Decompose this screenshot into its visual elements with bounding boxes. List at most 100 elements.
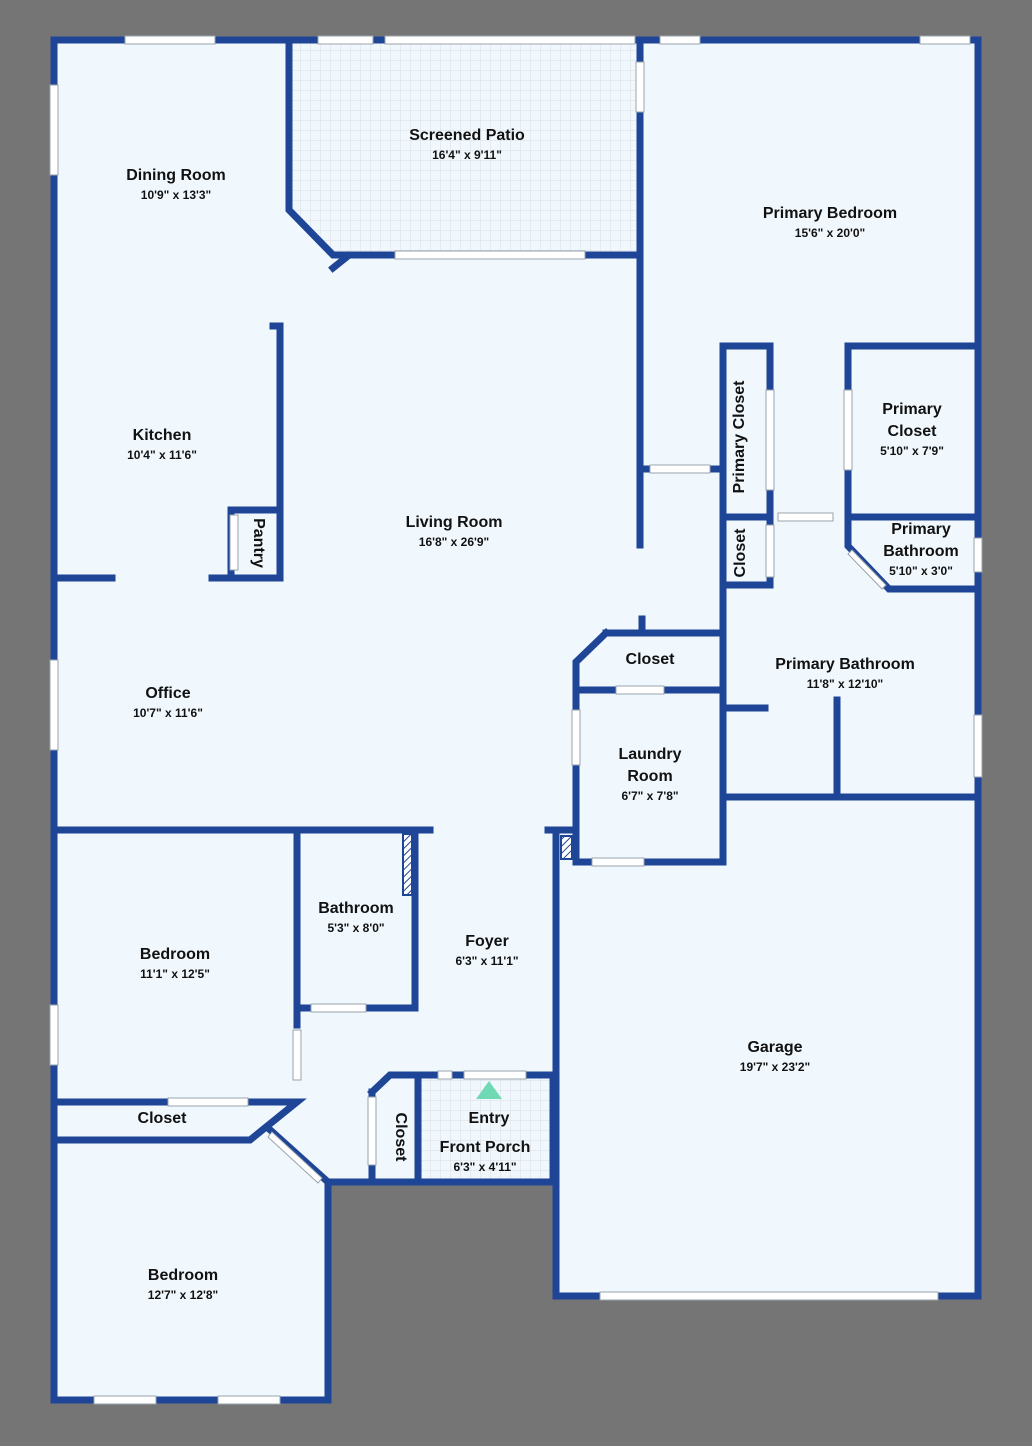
room-label-primary-closet-left: Primary Closet — [731, 380, 748, 494]
room-label-garage: Garage 19'7" x 23'2" — [740, 1039, 810, 1074]
room-name: Laundry — [618, 746, 681, 763]
room-label-closet-laundry: Closet — [626, 651, 676, 668]
room-label-front-porch: Front Porch 6'3" x 4'11" — [440, 1139, 531, 1174]
room-dimensions: 6'7" x 7'8" — [621, 789, 678, 803]
room-dimensions: 6'3" x 11'1" — [455, 954, 518, 968]
room-label-primary-bath: Primary Bathroom 11'8" x 12'10" — [775, 656, 915, 691]
room-name: Closet — [392, 1113, 409, 1163]
room-name: Closet — [732, 528, 749, 578]
room-dimensions: 11'8" x 12'10" — [807, 677, 883, 691]
window — [919, 35, 971, 45]
room-name: Bathroom — [318, 900, 394, 917]
room-dimensions: 5'3" x 8'0" — [327, 921, 384, 935]
room-label-entry: Entry — [469, 1110, 510, 1127]
patio-stub — [328, 251, 353, 273]
room-dimensions: 10'7" x 11'6" — [133, 706, 203, 720]
window — [599, 1291, 939, 1301]
room-name: Garage — [747, 1039, 802, 1056]
room-name: Closet — [626, 651, 676, 668]
room-dimensions: 16'8" x 26'9" — [419, 535, 489, 549]
room-name: Kitchen — [133, 427, 192, 444]
room-label-pantry: Pantry — [250, 518, 267, 568]
room-name: Bathroom — [883, 543, 959, 560]
room-name: Primary Bedroom — [763, 205, 897, 222]
room-label-closet-bedroom: Closet — [138, 1110, 188, 1127]
entry-arrow-icon — [476, 1081, 502, 1099]
window — [973, 714, 983, 778]
opening — [463, 1070, 527, 1080]
window — [49, 84, 59, 176]
window — [49, 659, 59, 751]
window — [49, 1004, 59, 1066]
room-dimensions: 19'7" x 23'2" — [740, 1060, 810, 1074]
room-name: Primary Closet — [731, 380, 748, 494]
opening — [292, 1029, 302, 1081]
opening — [765, 389, 775, 491]
opening — [765, 524, 775, 578]
room-label-patio: Screened Patio 16'4" x 9'11" — [409, 127, 525, 162]
laundry-wall — [572, 686, 727, 866]
room-dimensions: 11'1" x 12'5" — [140, 967, 210, 981]
opening — [571, 709, 581, 766]
floor-main — [54, 40, 978, 1400]
room-dimensions: 15'6" x 20'0" — [795, 226, 865, 240]
floor-fills — [54, 40, 978, 1400]
opening — [267, 1131, 323, 1184]
room-dimensions: 5'10" x 7'9" — [880, 444, 944, 458]
room-name: Closet — [888, 423, 938, 440]
room-label-kitchen: Kitchen 10'4" x 11'6" — [127, 427, 197, 462]
window — [93, 1395, 157, 1405]
room-label-bathroom: Bathroom 5'3" x 8'0" — [318, 900, 394, 935]
opening — [843, 389, 853, 471]
room-name: Front Porch — [440, 1139, 531, 1156]
window — [635, 61, 645, 113]
room-name: Primary — [882, 401, 942, 418]
room-dimensions: 10'4" x 11'6" — [127, 448, 197, 462]
room-name: Entry — [469, 1110, 510, 1127]
room-name: Dining Room — [126, 167, 226, 184]
opening — [367, 1096, 377, 1166]
room-dimensions: 16'4" x 9'11" — [432, 148, 502, 162]
opening — [310, 1003, 367, 1013]
room-name: Bedroom — [140, 946, 210, 963]
opening — [649, 464, 711, 474]
column-hatch-left — [402, 833, 413, 896]
room-name: Living Room — [406, 514, 503, 531]
room-name: Primary Bathroom — [775, 656, 915, 673]
room-label-bedroom1: Bedroom 11'1" x 12'5" — [140, 946, 210, 981]
opening — [167, 1097, 249, 1107]
room-dimensions: 12'7" x 12'8" — [148, 1288, 218, 1302]
opening — [847, 549, 887, 590]
window — [317, 35, 374, 45]
room-label-living: Living Room 16'8" x 26'9" — [406, 514, 503, 549]
column-hatch-right — [560, 835, 573, 860]
opening — [437, 1070, 453, 1080]
room-dimensions: 6'3" x 4'11" — [453, 1160, 516, 1174]
room-label-closet-foyer: Closet — [392, 1113, 409, 1163]
room-name: Pantry — [250, 518, 267, 568]
window — [124, 35, 216, 45]
kitchen-wall — [208, 322, 284, 582]
window — [217, 1395, 281, 1405]
opening — [777, 512, 834, 522]
opening — [394, 250, 586, 260]
room-name: Bedroom — [148, 1267, 218, 1284]
opening — [615, 685, 665, 695]
window — [659, 35, 701, 45]
room-dimensions: 5'10" x 3'0" — [889, 564, 953, 578]
room-label-closet-small: Closet — [732, 528, 749, 578]
room-name: Room — [627, 768, 672, 785]
room-label-bedroom2: Bedroom 12'7" x 12'8" — [148, 1267, 218, 1302]
room-name: Primary — [891, 521, 951, 538]
window — [973, 537, 983, 573]
room-name: Closet — [138, 1110, 188, 1127]
room-name: Screened Patio — [409, 127, 525, 144]
opening — [591, 857, 645, 867]
